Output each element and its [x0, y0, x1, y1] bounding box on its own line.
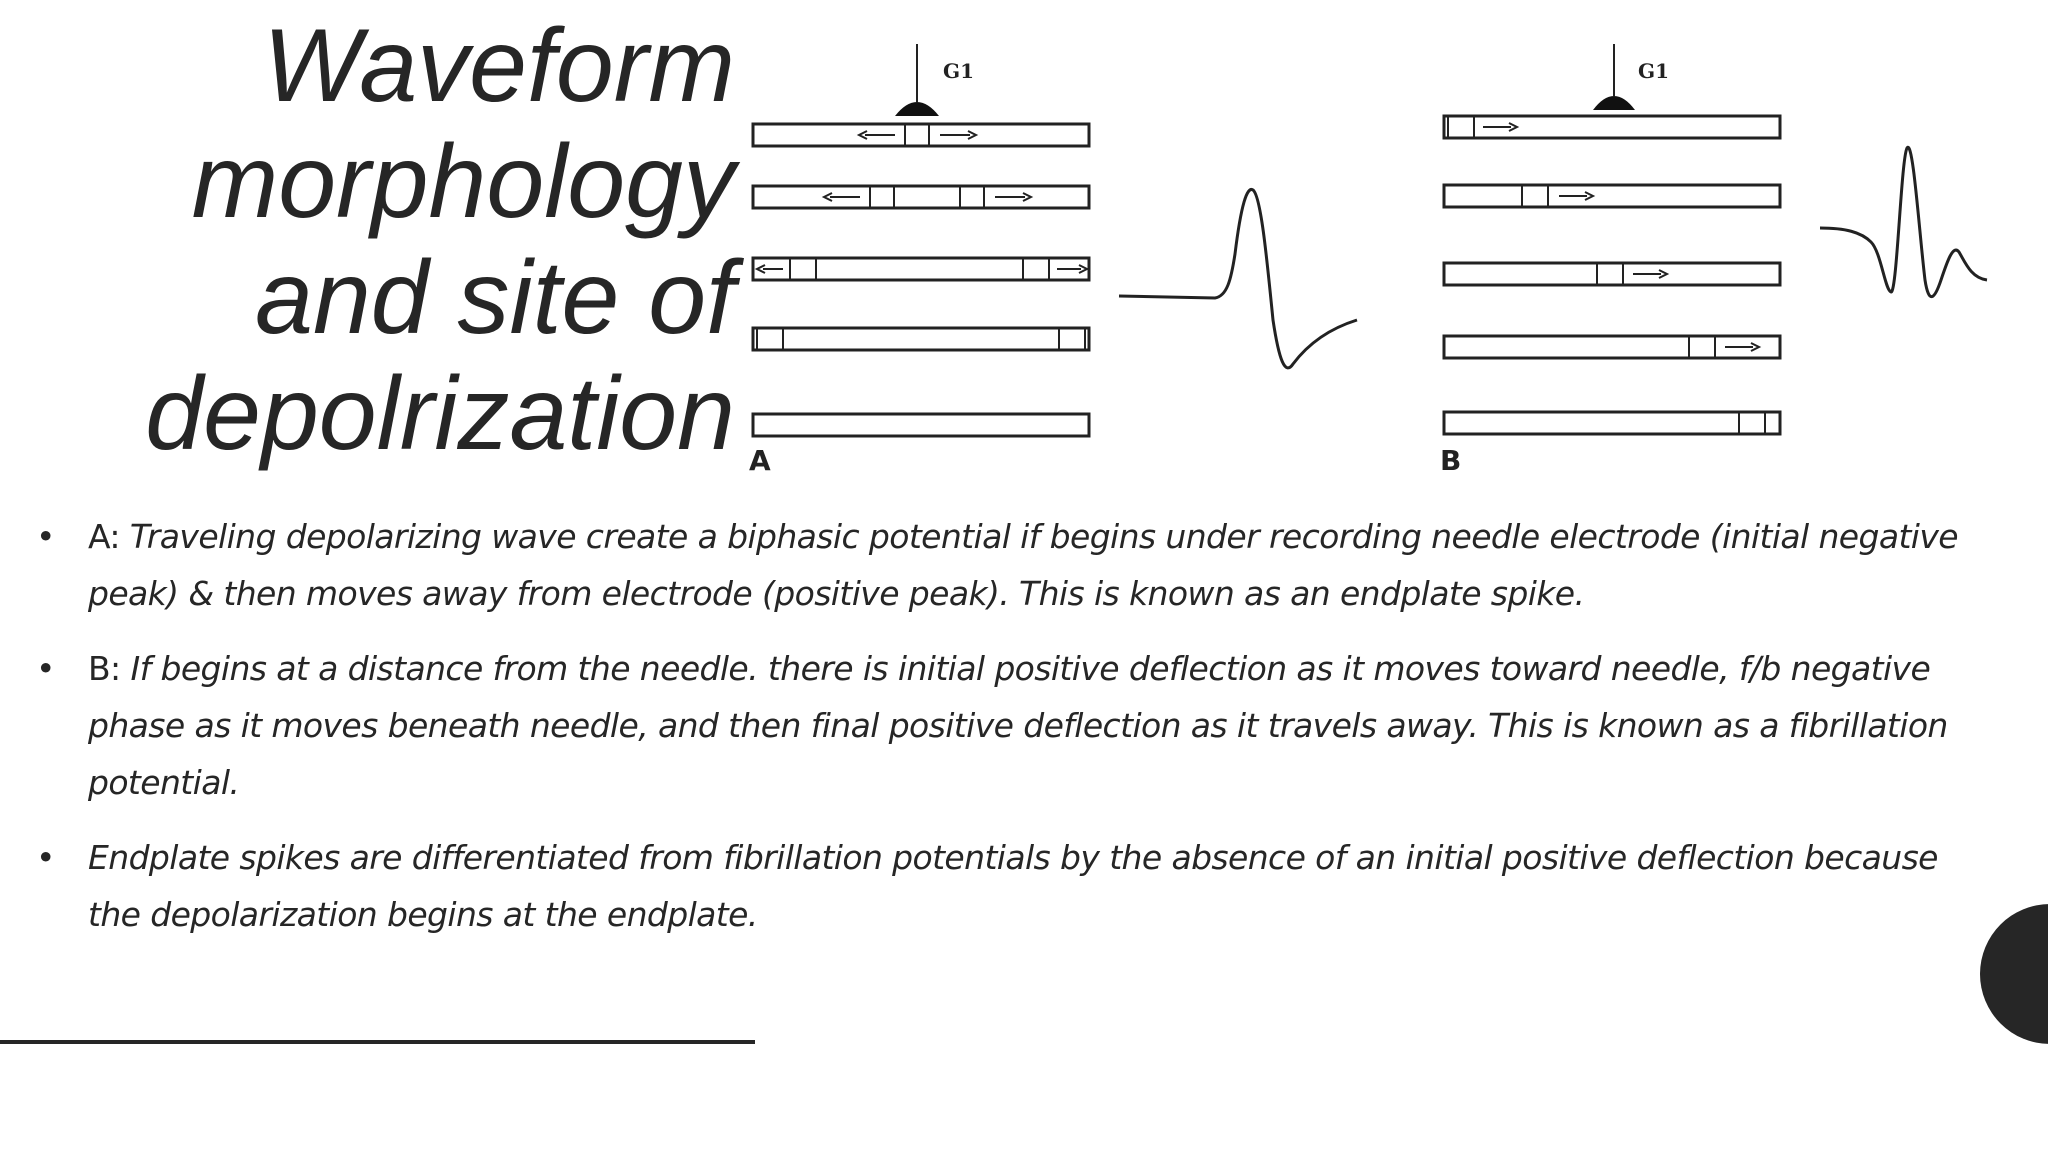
fibrillation-waveform	[1819, 145, 1988, 298]
panel-b-label: B	[1440, 444, 1461, 477]
panel-a-fibers	[751, 122, 1091, 438]
endplate-spike-waveform	[1118, 188, 1358, 370]
panel-b-fibers	[1442, 114, 1782, 436]
electrode-b-icon	[1593, 44, 1635, 110]
panel-a-label: A	[749, 444, 771, 477]
depolarization-diagram: G1 A G1 B	[749, 44, 1988, 477]
bullet-item: Endplate spikes are differentiated from …	[34, 829, 1994, 943]
bullet-item: A: Traveling depolarizing wave create a …	[34, 508, 1994, 622]
title-line: morphology	[191, 124, 735, 240]
bullet-text: Traveling depolarizing wave create a bip…	[88, 517, 1959, 613]
bullet-list: A: Traveling depolarizing wave create a …	[34, 508, 1994, 961]
slide-title: Waveform morphology and site of depolriz…	[60, 8, 735, 472]
electrode-b-label: G1	[1638, 59, 1669, 83]
bullet-text: Endplate spikes are differentiated from …	[88, 838, 1938, 934]
bullet-item: B: If begins at a distance from the need…	[34, 640, 1994, 811]
electrode-a-label: G1	[943, 59, 974, 83]
footer-divider	[0, 1040, 755, 1044]
bullet-lead: A:	[88, 517, 130, 556]
bullet-text: If begins at a distance from the needle.…	[88, 649, 1948, 802]
bullet-lead: B:	[88, 649, 131, 688]
title-line: Waveform	[263, 8, 735, 124]
electrode-a-icon	[895, 44, 939, 116]
title-line: depolrization	[145, 356, 735, 472]
title-line: and site of	[255, 240, 735, 356]
depolarization-figure: G1 A G1 B	[735, 30, 2035, 490]
